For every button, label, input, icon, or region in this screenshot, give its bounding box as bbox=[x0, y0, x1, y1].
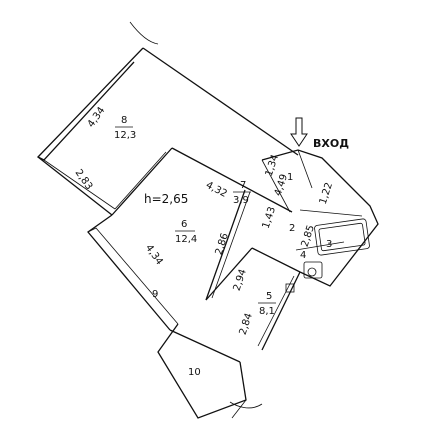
outer-wall-left-inner bbox=[43, 159, 116, 210]
room4-number: 4 bbox=[300, 250, 306, 261]
wall-entry-inner bbox=[261, 159, 291, 213]
dim-432: 4,32 bbox=[204, 180, 229, 200]
room1-number: 1 bbox=[287, 172, 293, 183]
wall-7-6 bbox=[171, 147, 293, 213]
dim-284: 2,84 bbox=[238, 312, 255, 337]
wall-room6-left bbox=[87, 214, 171, 331]
sink bbox=[303, 261, 323, 279]
bottom-break-line bbox=[229, 401, 263, 409]
wall-8-7 bbox=[111, 147, 173, 216]
entrance-arrow-icon bbox=[290, 117, 308, 147]
wall-5-bottom-inner bbox=[257, 275, 295, 347]
dim-434-top: 4,34 bbox=[86, 105, 108, 130]
dim-294: 2,94 bbox=[232, 268, 249, 293]
outer-wall-top bbox=[142, 47, 299, 156]
dim-434-mid: 4,34 bbox=[143, 243, 165, 268]
bathtub-inner bbox=[318, 222, 366, 252]
ceiling-height: h=2,65 bbox=[144, 192, 188, 206]
dim-283: 2,83 bbox=[73, 168, 95, 193]
outer-wall-left bbox=[36, 47, 144, 161]
room2-number: 2 bbox=[289, 223, 295, 234]
fixtures bbox=[285, 218, 370, 293]
room5-area: 8,1 bbox=[259, 306, 275, 317]
room9-number: 9 bbox=[152, 289, 158, 300]
room8-area: 12,3 bbox=[114, 130, 136, 141]
wall-8-7-inner bbox=[114, 151, 167, 210]
toilet bbox=[307, 267, 317, 277]
room8-number: 8 bbox=[121, 115, 127, 126]
room1-area: 4,49 bbox=[273, 173, 290, 198]
wall-room9-bottom bbox=[169, 329, 241, 363]
room7-number: 7 bbox=[240, 180, 246, 191]
wall-bath-divider bbox=[295, 241, 345, 251]
room3-number: 3 bbox=[326, 239, 332, 250]
balcony-outline bbox=[87, 227, 179, 325]
top-break-line bbox=[129, 21, 159, 45]
outer-wall-left-lower bbox=[37, 156, 113, 216]
wall-6-corridor bbox=[205, 189, 246, 301]
bathtub bbox=[314, 218, 370, 256]
room6-number: 6 bbox=[181, 219, 187, 230]
wall-6-corridor-inner bbox=[211, 191, 251, 299]
wall-room10 bbox=[157, 323, 247, 419]
room10-number: 10 bbox=[188, 367, 201, 378]
dim-285: 2,85 bbox=[300, 224, 317, 249]
entrance-label: ВХОД bbox=[313, 137, 349, 150]
wall-entry-block bbox=[261, 149, 379, 287]
wall-5-top bbox=[205, 247, 253, 301]
room6-area: 12,4 bbox=[175, 234, 197, 245]
room7-area: 3,9 bbox=[233, 195, 249, 206]
wall-room10-inner bbox=[231, 399, 247, 419]
walls bbox=[36, 21, 379, 419]
wall-5-right bbox=[251, 247, 301, 273]
entrance-marker: ВХОД bbox=[290, 117, 349, 150]
shaft bbox=[285, 283, 295, 293]
dim-122: 1,22 bbox=[318, 181, 335, 206]
room5-number: 5 bbox=[266, 291, 272, 302]
wall-bath-top bbox=[299, 209, 363, 217]
dim-143: 1,43 bbox=[261, 206, 278, 231]
wall-room1-right bbox=[297, 149, 313, 189]
